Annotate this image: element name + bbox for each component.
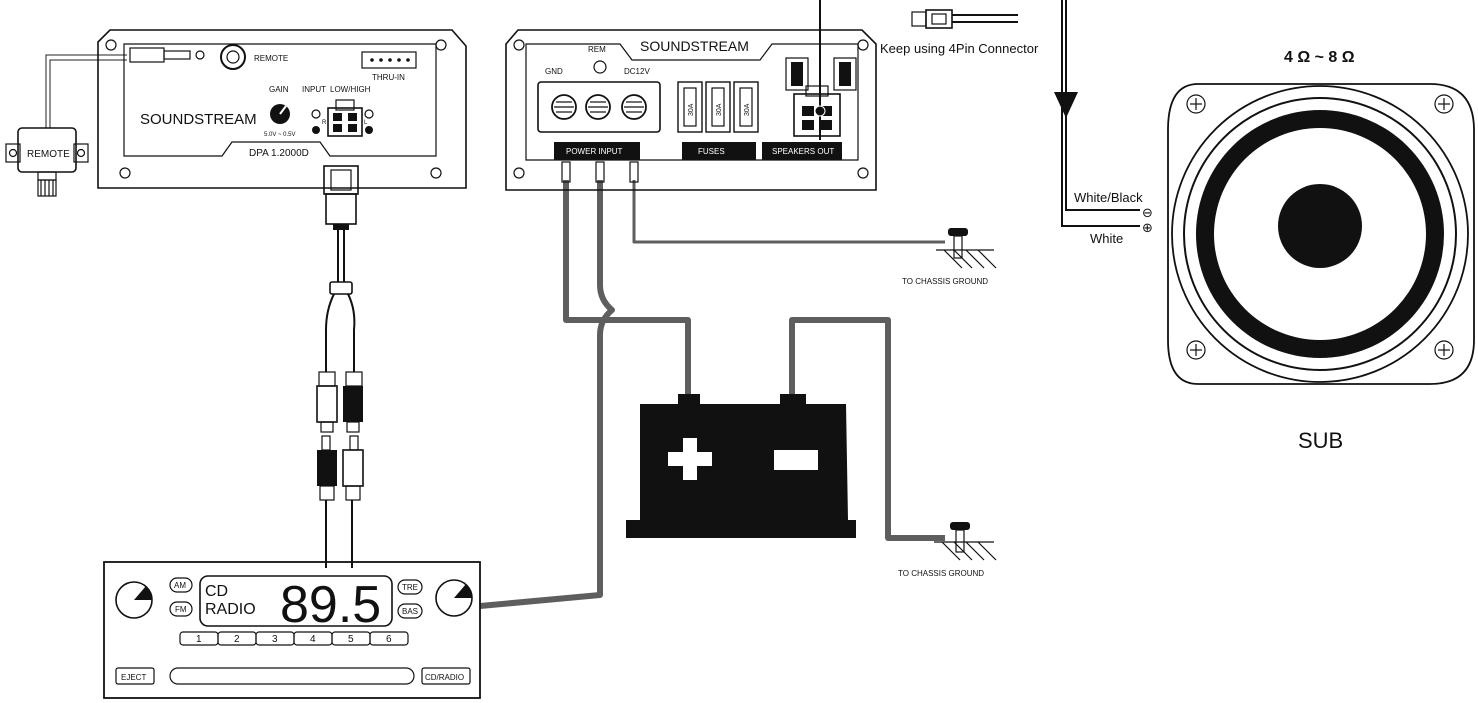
remote-cable [45,54,127,128]
am-button[interactable] [169,577,193,593]
chassis-ground-top: TO CHASSIS GROUND [902,228,997,286]
wire-arrow [1054,92,1078,118]
tre-label: TRE [402,583,418,592]
power-wires [479,180,945,609]
preset-label-4: 4 [310,634,316,645]
connector-note-text: Keep using 4Pin Connector [880,41,1039,56]
fuse-1-rating: 30A [688,103,695,116]
battery [626,394,856,538]
gnd-wire [563,180,691,398]
input-r-label: R [322,120,327,126]
pos-terminal-symbol: ⊕ [1142,220,1153,235]
display [199,575,393,627]
rca-plugs [316,281,364,501]
rca-cables [325,228,356,568]
cd-slot [169,667,415,685]
speaker-impedance: 4 Ω ~ 8 Ω [1284,49,1355,66]
neg-wire-label: White/Black [1074,190,1143,205]
speaker-wire [819,0,1140,227]
preset-label-1: 1 [196,634,202,645]
preset-buttons: 1 2 3 4 5 6 [179,631,409,646]
fuse-2-rating: 30A [716,103,723,116]
preset-label-2: 2 [234,634,240,645]
chassis-ground-bottom: TO CHASSIS GROUND [898,522,997,578]
chassis-ground-top-label: TO CHASSIS GROUND [902,277,988,286]
dc12v-wire [632,180,945,244]
fm-button[interactable] [169,601,193,617]
remote-turn-on-wire [479,180,615,609]
preset-label-5: 5 [348,634,354,645]
bas-button[interactable] [397,603,423,619]
remote-box-label: REMOTE [27,149,70,160]
thru-in-label: THRU-IN [372,73,405,82]
amp-right: SOUNDSTREAM REM GND DC12V 30A 30A 30A [505,29,877,191]
power-input-label: POWER INPUT [566,147,623,156]
fuses-label: FUSES [698,147,725,156]
eject-button[interactable] [115,667,155,685]
display-frequency: 89.5 [280,576,381,634]
gnd-label: GND [545,67,563,76]
neg-terminal-symbol: ⊖ [1142,205,1153,220]
gain-range: 5.0V ~ 0.5V [264,132,296,138]
pos-wire-label: White [1090,231,1123,246]
power-terminals [551,94,647,120]
fuses: 30A 30A 30A [677,81,759,133]
fuse-3-rating: 30A [744,103,751,116]
amp-right-brand: SOUNDSTREAM [640,38,749,54]
preset-label-6: 6 [386,634,392,645]
remote-jack-label: REMOTE [254,54,288,63]
chassis-ground-bottom-label: TO CHASSIS GROUND [898,569,984,578]
tre-button[interactable] [397,579,423,595]
display-radio: RADIO [205,601,256,618]
preset-button-6[interactable] [369,631,409,646]
preset-label-3: 3 [272,634,278,645]
amp-left-brand: SOUNDSTREAM [140,111,257,128]
speakers-out-label: SPEAKERS OUT [772,147,834,156]
gain-label: GAIN [269,85,289,94]
dc12v-label: DC12V [624,67,650,76]
rem-label: REM [588,45,606,54]
cdradio-label: CD/RADIO [425,673,464,682]
amp-left: REMOTE THRU-IN SOUNDSTREAM GAIN 5.0V ~ 0… [97,29,467,230]
lowhigh-label: LOW/HIGH [330,85,371,94]
eject-label: EJECT [121,673,146,682]
fm-label: FM [175,605,187,614]
connector-note: Keep using 4Pin Connector [880,9,1039,56]
remote-control-box: REMOTE [5,127,89,197]
head-unit: AM FM CD RADIO 89.5 TRE BAS 1 2 3 4 5 6 [103,561,481,699]
speaker-caption: SUB [1298,428,1343,453]
input-label: INPUT [302,85,326,94]
amp-left-model: DPA 1.2000D [249,148,309,159]
subwoofer: 4 Ω ~ 8 Ω White/Black White ⊖ ⊕ SUB [1074,49,1475,453]
cdradio-button[interactable] [421,667,471,685]
am-label: AM [174,581,186,590]
battery-ground-wire [789,317,945,541]
input-l-label: L [364,120,368,126]
bas-label: BAS [402,607,418,616]
display-cd: CD [205,583,228,600]
